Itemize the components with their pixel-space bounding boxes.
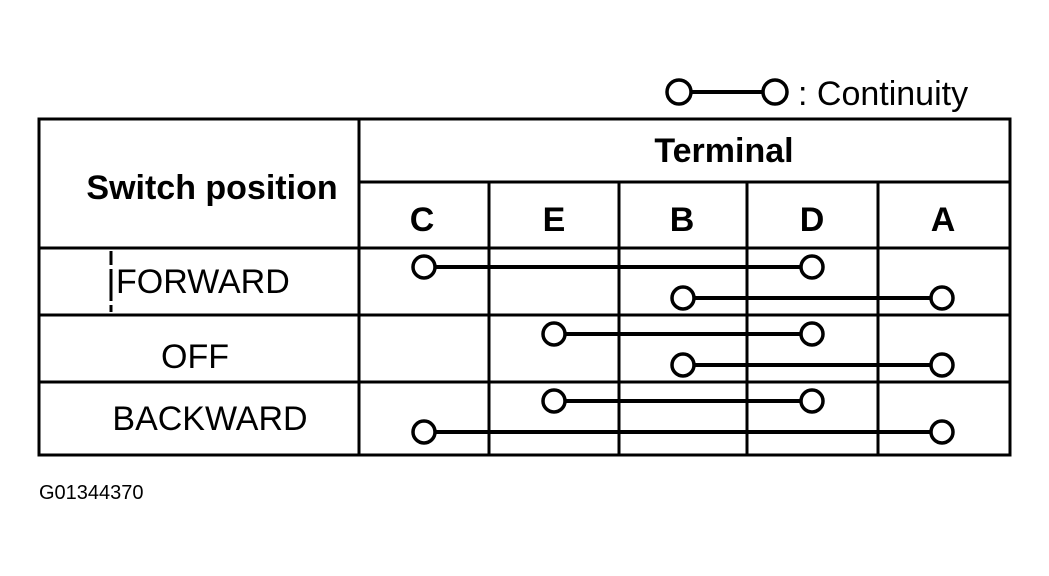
terminal-node-off-e <box>541 321 567 347</box>
row-label-forward: FORWARD <box>116 263 290 301</box>
legend-left-terminal-icon <box>665 78 693 106</box>
terminal-label-e: E <box>543 201 566 239</box>
terminal-node-off-d <box>799 321 825 347</box>
legend-label: : Continuity <box>798 75 968 113</box>
switch-position-header: Switch position <box>86 169 337 207</box>
terminal-node-backward-e <box>541 388 567 414</box>
table-border <box>37 117 1012 457</box>
continuity-connections <box>411 254 955 445</box>
terminal-node-backward-d <box>799 388 825 414</box>
terminal-node-backward-a <box>929 419 955 445</box>
terminal-node-forward-a <box>929 285 955 311</box>
table-grid <box>37 117 1012 457</box>
terminal-node-forward-c <box>411 254 437 280</box>
legend: : Continuity <box>665 75 968 113</box>
terminal-node-forward-d <box>799 254 825 280</box>
terminal-node-off-a <box>929 352 955 378</box>
terminal-label-d: D <box>800 201 825 239</box>
terminal-label-c: C <box>410 201 435 239</box>
terminal-node-forward-b <box>670 285 696 311</box>
terminal-node-backward-c <box>411 419 437 445</box>
terminal-node-off-b <box>670 352 696 378</box>
figure-code: G01344370 <box>39 482 144 504</box>
row-label-off: OFF <box>161 338 229 376</box>
legend-right-terminal-icon <box>761 78 789 106</box>
terminal-label-a: A <box>931 201 956 239</box>
terminal-headers: C E B D A <box>410 201 956 239</box>
terminal-label-b: B <box>670 201 695 239</box>
row-label-backward: BACKWARD <box>112 400 307 438</box>
terminal-header: Terminal <box>654 132 793 170</box>
